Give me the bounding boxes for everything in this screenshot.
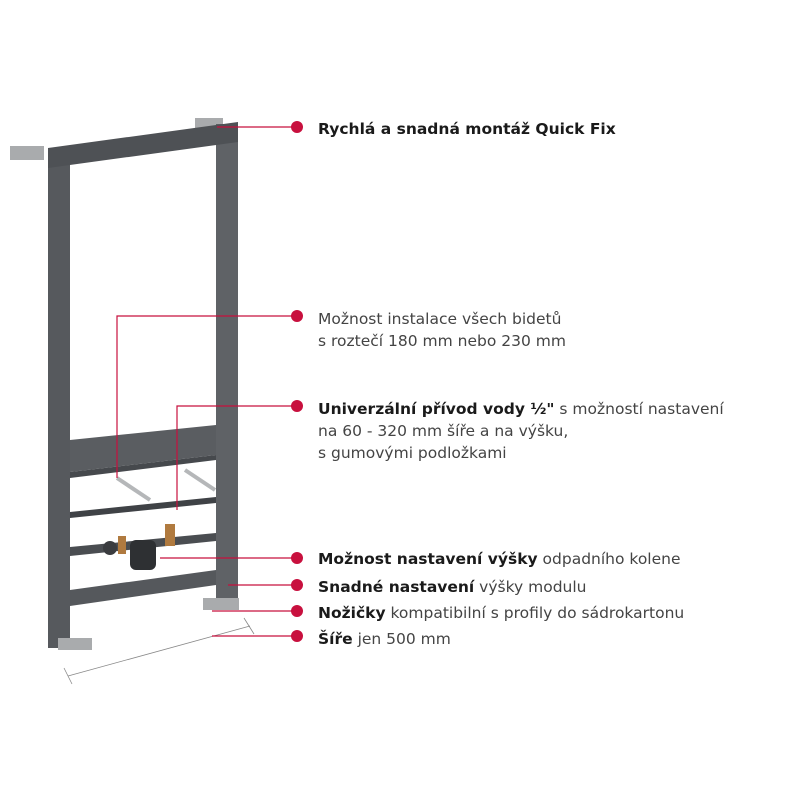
callout-bold: Možnost nastavení výšky <box>318 550 538 568</box>
callout-line: s gumovými podložkami <box>318 444 507 462</box>
callout-module-height: Snadné nastavení výšky modulu <box>318 576 587 598</box>
callout-text: kompatibilní s profily do sádrokartonu <box>385 604 685 622</box>
callout-leaders <box>116 126 297 637</box>
callout-line: na 60 - 320 mm šíře a na výšku, <box>318 422 569 440</box>
callout-bidet-spacing: Možnost instalace všech bidetů s roztečí… <box>318 308 566 352</box>
callout-text: s možností nastavení <box>554 400 724 418</box>
callout-bold: Snadné nastavení <box>318 578 475 596</box>
callout-dots <box>291 121 303 642</box>
callout-drain-height: Možnost nastavení výšky odpadního kolene <box>318 548 681 570</box>
callout-bold: Rychlá a snadná montáž Quick Fix <box>318 120 616 138</box>
callout-text: jen 500 mm <box>352 630 451 648</box>
callout-water-supply: Univerzální přívod vody ½" s možností na… <box>318 398 724 464</box>
callout-feet: Nožičky kompatibilní s profily do sádrok… <box>318 602 684 624</box>
callout-bold: Šíře <box>318 630 353 648</box>
callout-bold: Univerzální přívod vody ½" <box>318 400 555 418</box>
callout-width: Šíře jen 500 mm <box>318 628 451 650</box>
callout-text: odpadního kolene <box>537 550 681 568</box>
frame <box>10 118 255 685</box>
callout-line: Možnost instalace všech bidetů <box>318 310 562 328</box>
callout-text: výšky modulu <box>474 578 587 596</box>
callout-line: s roztečí 180 mm nebo 230 mm <box>318 332 566 350</box>
callout-bold: Nožičky <box>318 604 386 622</box>
callout-quick-fix: Rychlá a snadná montáž Quick Fix <box>318 118 616 140</box>
